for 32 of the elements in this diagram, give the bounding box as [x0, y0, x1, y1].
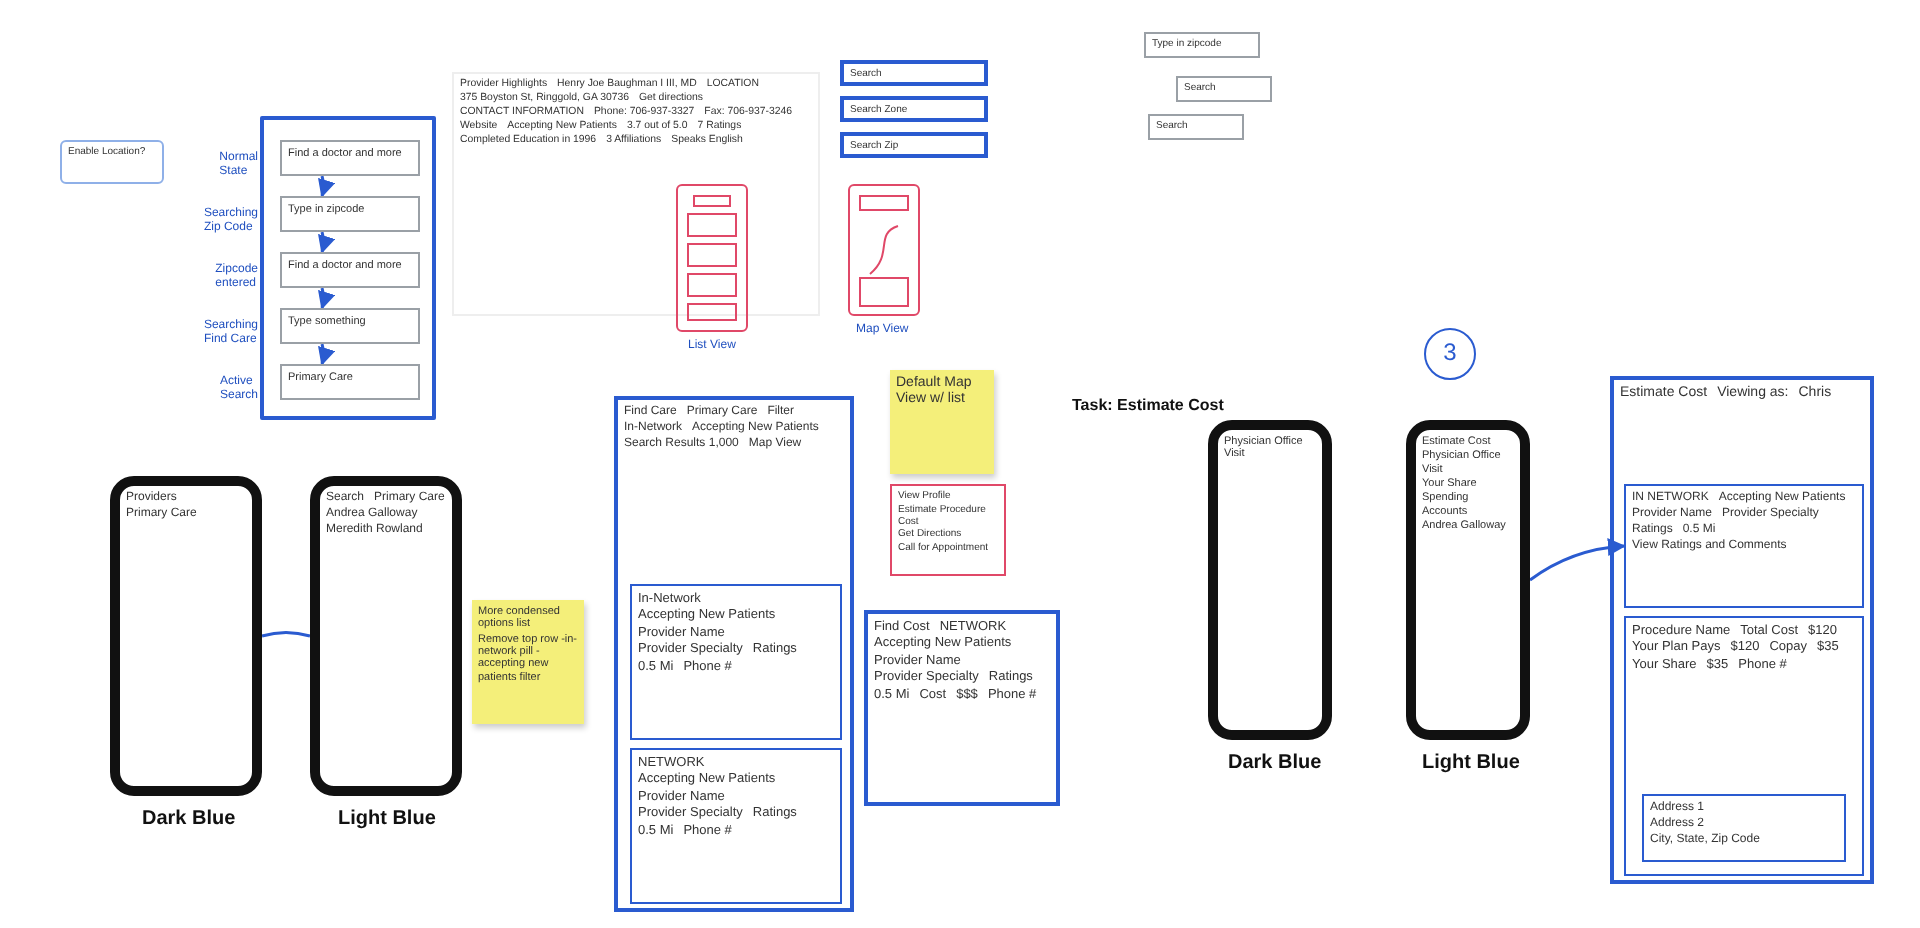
arrow — [317, 287, 335, 310]
provider-card — [630, 748, 842, 904]
search-bar — [840, 96, 988, 122]
node-label: Light Blue — [1422, 752, 1520, 775]
provider-card — [1624, 484, 1864, 608]
procedure-panel — [1624, 616, 1864, 876]
arrow — [1529, 538, 1626, 582]
search-bar — [1144, 32, 1260, 58]
menu-card — [890, 484, 1006, 576]
arrow — [317, 343, 335, 366]
search-bar — [840, 60, 988, 86]
sticky-note — [890, 370, 994, 474]
search-bar — [1148, 114, 1244, 140]
search-bar — [1176, 76, 1272, 102]
provider-card — [864, 610, 1060, 806]
node-label: Dark Blue — [142, 808, 236, 831]
wireframe-frame — [614, 396, 854, 912]
sticky-note — [472, 600, 584, 724]
label-text: 3 — [1443, 340, 1457, 368]
arrow — [317, 175, 335, 198]
search-bar — [840, 132, 988, 158]
task-heading: Task: Estimate Cost — [1072, 396, 1224, 414]
dialog-sketch — [60, 140, 164, 184]
node-label: Dark Blue — [1228, 752, 1322, 775]
provider-card — [452, 72, 820, 316]
wireframe-frame — [1610, 376, 1874, 884]
arrow — [317, 231, 335, 254]
step-number-circle — [1424, 328, 1476, 380]
address-box — [1642, 794, 1846, 862]
connector-line — [261, 630, 311, 638]
provider-card — [630, 584, 842, 740]
node-label: Light Blue — [338, 808, 436, 831]
